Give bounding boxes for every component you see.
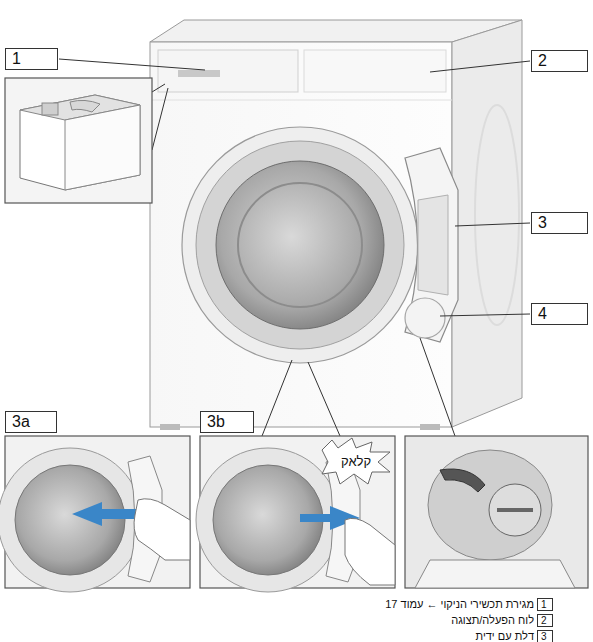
callout-number: 2 [541, 616, 547, 626]
callout-number: 3 [538, 215, 547, 231]
callout-box: 3 [531, 212, 588, 234]
callout-box: 3a [5, 411, 57, 433]
callout-number: 1 [541, 600, 547, 610]
callout-box: 3b [200, 411, 254, 433]
callout-box: 4 [531, 303, 588, 325]
callout-number: 3a [12, 414, 30, 430]
callout-number: 4 [538, 306, 547, 322]
callout-box: 2 [531, 50, 588, 72]
callout-box: 2 [537, 614, 553, 627]
callout-number: 2 [538, 53, 547, 69]
legend-text: לוח הפעלה/תצוגה [451, 614, 534, 626]
callout-box: 1 [537, 598, 553, 611]
callout-box: 1 [5, 48, 58, 70]
sound-word: קלאק [341, 455, 371, 469]
callout-number: 3 [541, 632, 547, 642]
legend-text: מגירת תכשירי הניקוי ← עמוד 17 [385, 598, 534, 610]
callout-box: 3 [537, 630, 553, 642]
callout-number: 1 [12, 51, 21, 67]
legend-text: דלת עם ידית [476, 630, 534, 642]
callout-number: 3b [207, 414, 225, 430]
